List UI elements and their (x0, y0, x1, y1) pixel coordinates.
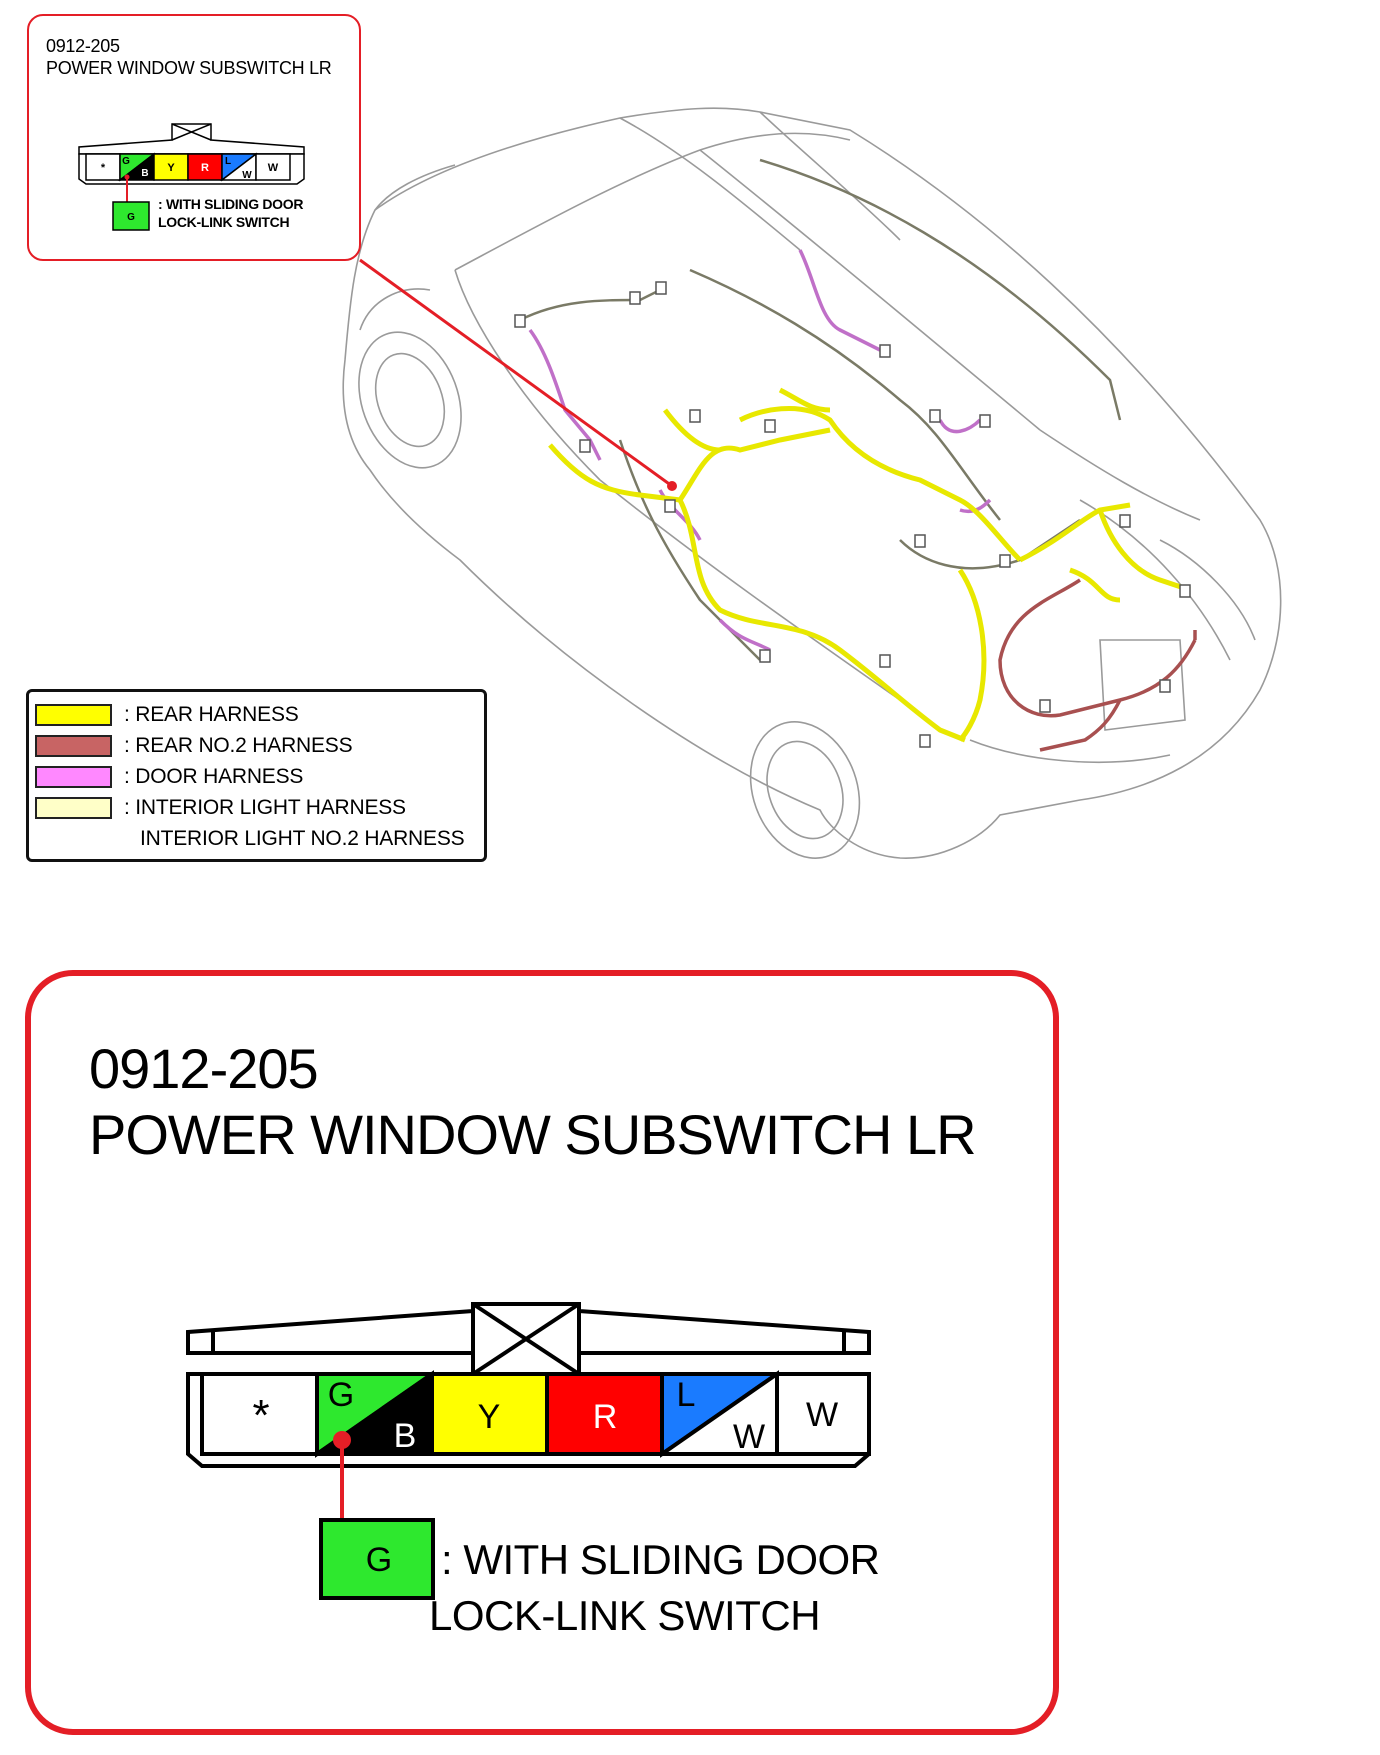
small-pin-3-label: Y (167, 162, 175, 174)
connector-location-marker (667, 481, 677, 491)
large-connector-face: * G B Y R L W W G (186, 1302, 871, 1600)
small-pin-1-label: * (101, 162, 106, 174)
small-pin-2-bottom-label: B (141, 168, 148, 179)
small-option-note-line2: LOCK-LINK SWITCH (158, 214, 290, 230)
rear-no2-harness (998, 578, 1197, 752)
small-pin-5-bottom-label: W (242, 170, 252, 181)
small-connector-code: 0912-205 (46, 36, 120, 56)
legend-swatch-rear-no2-harness (35, 735, 112, 757)
large-pin-6-label: W (806, 1396, 838, 1434)
car-body-outline (342, 107, 1282, 859)
large-pin-5-bottom-label: W (733, 1418, 765, 1456)
small-pin-5-top-label: L (225, 156, 231, 167)
large-pin-2-bottom-label: B (394, 1417, 417, 1455)
legend-swatch-door-harness (35, 766, 112, 788)
small-connector-callout: 0912-205 POWER WINDOW SUBSWITCH LR (27, 14, 361, 261)
small-pin-4-label: R (201, 162, 209, 174)
small-connector-face: * G B Y R L W W G (78, 123, 305, 231)
small-option-wire-label: G (127, 212, 135, 223)
large-pin-2-top-label: G (328, 1376, 354, 1414)
legend-label-interior-light-harness: : INTERIOR LIGHT HARNESS (124, 796, 406, 819)
large-pin-4-label: R (593, 1398, 618, 1436)
callout-leader-line (359, 258, 673, 488)
large-pin-5-top-label: L (677, 1376, 696, 1414)
large-option-note-line1: : WITH SLIDING DOOR (441, 1536, 880, 1583)
harness-connectors (514, 281, 1191, 748)
legend-label-rear-no2-harness: : REAR NO.2 HARNESS (124, 734, 353, 757)
door-harness (528, 249, 992, 652)
legend-swatch-interior-light-harness (35, 797, 112, 819)
small-option-note-line1: : WITH SLIDING DOOR (158, 196, 304, 212)
large-connector-code: 0912-205 (89, 1037, 319, 1100)
large-pin-3-label: Y (478, 1398, 501, 1436)
large-option-wire-label: G (366, 1541, 392, 1579)
rear-harness (548, 387, 1191, 743)
rear-wheel (749, 721, 861, 859)
legend-label-interior-light-no2-harness: INTERIOR LIGHT NO.2 HARNESS (140, 827, 465, 850)
harness-legend: : REAR HARNESS : REAR NO.2 HARNESS : DOO… (26, 689, 487, 862)
small-pin-2-top-label: G (122, 156, 130, 167)
large-pin-1-label: * (252, 1391, 269, 1440)
large-option-note-line2: LOCK-LINK SWITCH (429, 1592, 821, 1639)
legend-swatch-rear-harness (35, 704, 112, 726)
large-connector-title: POWER WINDOW SUBSWITCH LR (89, 1103, 977, 1166)
small-connector-title: POWER WINDOW SUBSWITCH LR (46, 58, 332, 78)
front-wheel (358, 331, 462, 469)
legend-label-door-harness: : DOOR HARNESS (124, 765, 304, 788)
small-pin-6-label: W (268, 162, 279, 174)
legend-label-rear-harness: : REAR HARNESS (124, 703, 299, 726)
large-connector-callout: 0912-205 POWER WINDOW SUBSWITCH LR (25, 970, 1059, 1735)
